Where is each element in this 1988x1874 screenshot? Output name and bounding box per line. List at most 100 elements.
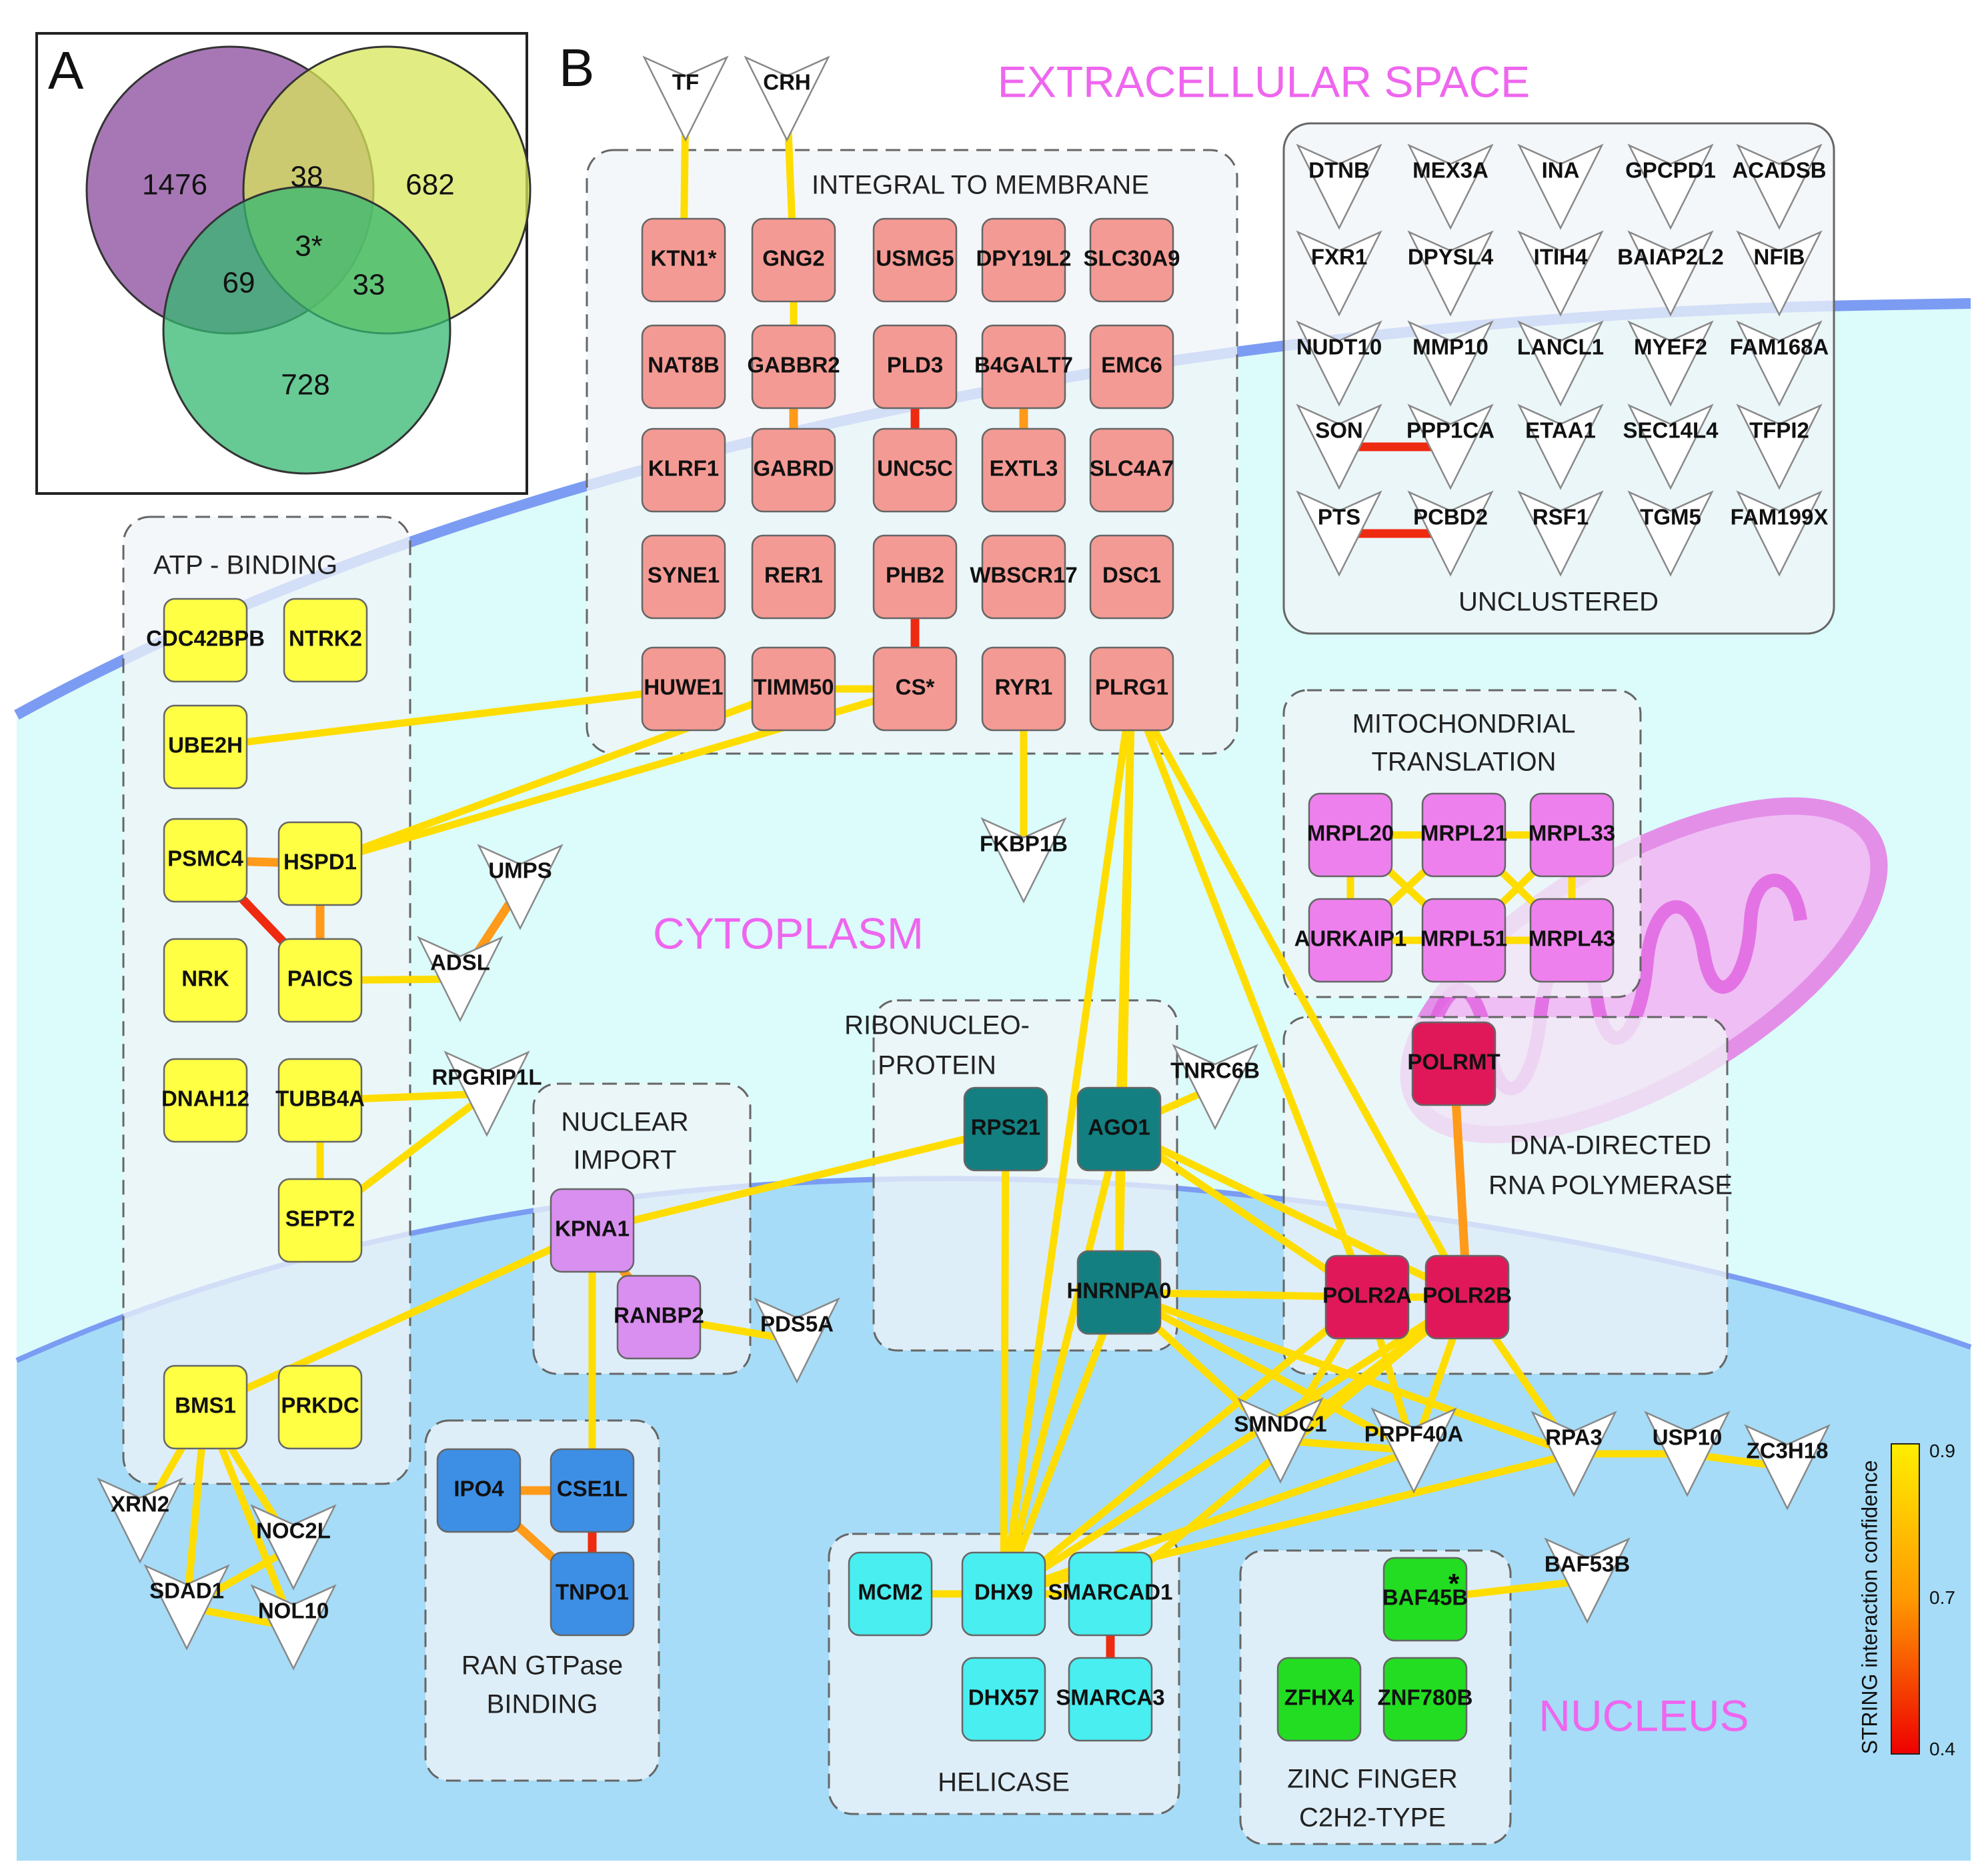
node-hnrnpa0[interactable]: HNRNPA0 bbox=[1066, 1250, 1172, 1335]
node-ppp1ca[interactable]: PPP1CA bbox=[1406, 403, 1495, 490]
node-mcm2[interactable]: MCM2 bbox=[848, 1551, 933, 1637]
node-sdad1[interactable]: SDAD1 bbox=[143, 1564, 230, 1651]
node-extl3[interactable]: EXTL3 bbox=[981, 427, 1066, 513]
node-fxr1[interactable]: FXR1 bbox=[1296, 230, 1382, 317]
node-pcbd2[interactable]: PCBD2 bbox=[1407, 490, 1494, 577]
node-pld3[interactable]: PLD3 bbox=[872, 324, 958, 409]
node-ago1[interactable]: AGO1 bbox=[1076, 1086, 1162, 1172]
node-gabrd[interactable]: GABRD bbox=[751, 427, 836, 513]
node-bms1[interactable]: BMS1 bbox=[163, 1364, 248, 1450]
node-nudt10[interactable]: NUDT10 bbox=[1296, 320, 1382, 407]
node-gng2[interactable]: GNG2 bbox=[751, 217, 836, 303]
node-tgm5[interactable]: TGM5 bbox=[1627, 490, 1714, 577]
node-rps21[interactable]: RPS21 bbox=[963, 1086, 1048, 1172]
node-usmg5[interactable]: USMG5 bbox=[872, 217, 958, 303]
node-rpa3[interactable]: RPA3 bbox=[1531, 1411, 1617, 1497]
node-mmp10[interactable]: MMP10 bbox=[1407, 320, 1494, 407]
node-mrpl20[interactable]: MRPL20 bbox=[1307, 792, 1394, 878]
node-mex3a[interactable]: MEX3A bbox=[1407, 143, 1494, 230]
node-pds5a[interactable]: PDS5A bbox=[754, 1297, 840, 1384]
node-tnrc6b[interactable]: TNRC6B bbox=[1170, 1044, 1260, 1130]
node-klrf1[interactable]: KLRF1 bbox=[641, 427, 726, 513]
node-dsc1[interactable]: DSC1 bbox=[1089, 534, 1174, 620]
node-adsl[interactable]: ADSL bbox=[417, 936, 504, 1022]
node-mrpl43[interactable]: MRPL43 bbox=[1529, 898, 1615, 983]
node-syne1[interactable]: SYNE1 bbox=[641, 534, 726, 620]
node-sept2[interactable]: SEPT2 bbox=[277, 1178, 363, 1263]
node-znf780b[interactable]: ZNF780B bbox=[1377, 1657, 1473, 1742]
node-unc5c[interactable]: UNC5C bbox=[872, 427, 958, 513]
node-timm50[interactable]: TIMM50 bbox=[751, 646, 836, 732]
node-polr2b[interactable]: POLR2B bbox=[1422, 1254, 1512, 1340]
node-smndc1[interactable]: SMNDC1 bbox=[1234, 1397, 1327, 1484]
node-prpf40a[interactable]: PRPF40A bbox=[1364, 1407, 1464, 1494]
node-ryr1[interactable]: RYR1 bbox=[981, 646, 1066, 732]
node-tfpi2[interactable]: TFPI2 bbox=[1736, 403, 1823, 490]
node-acadsb[interactable]: ACADSB bbox=[1732, 143, 1827, 230]
node-baf45b[interactable]: BAF45B bbox=[1382, 1557, 1468, 1642]
node-ipo4[interactable]: IPO4 bbox=[436, 1448, 522, 1533]
node-slc4a7[interactable]: SLC4A7 bbox=[1090, 427, 1174, 513]
node-ktn1[interactable]: KTN1* bbox=[641, 217, 726, 303]
node-tnpo1[interactable]: TNPO1 bbox=[550, 1551, 635, 1637]
node-nfib[interactable]: NFIB bbox=[1736, 230, 1823, 317]
node-baiap2l2[interactable]: BAIAP2L2 bbox=[1617, 230, 1724, 317]
node-myef2[interactable]: MYEF2 bbox=[1627, 320, 1714, 407]
node-tf[interactable]: TF bbox=[642, 55, 729, 142]
node-slc30a9[interactable]: SLC30A9 bbox=[1084, 217, 1180, 303]
node-smarcad1[interactable]: SMARCAD1 bbox=[1048, 1551, 1173, 1637]
node-phb2[interactable]: PHB2 bbox=[872, 534, 958, 620]
node-dhx9[interactable]: DHX9 bbox=[961, 1551, 1046, 1637]
node-huwe1[interactable]: HUWE1 bbox=[641, 646, 726, 732]
node-cs[interactable]: CS* bbox=[872, 646, 958, 732]
node-rpgrip1l[interactable]: RPGRIP1L bbox=[431, 1050, 542, 1137]
node-nat8b[interactable]: NAT8B bbox=[641, 324, 726, 409]
node-paics[interactable]: PAICS bbox=[277, 938, 363, 1023]
node-ina[interactable]: INA bbox=[1517, 143, 1604, 230]
node-dnah12[interactable]: DNAH12 bbox=[161, 1058, 249, 1143]
node-xrn2[interactable]: XRN2 bbox=[97, 1477, 183, 1564]
node-hspd1[interactable]: HSPD1 bbox=[277, 821, 363, 906]
node-fam168a[interactable]: FAM168A bbox=[1730, 320, 1829, 407]
node-smarca3[interactable]: SMARCA3 bbox=[1056, 1657, 1165, 1742]
node-dhx57[interactable]: DHX57 bbox=[961, 1657, 1046, 1742]
node-pts[interactable]: PTS bbox=[1296, 490, 1382, 577]
node-baf53b[interactable]: BAF53B bbox=[1544, 1537, 1631, 1624]
node-lancl1[interactable]: LANCL1 bbox=[1517, 320, 1604, 407]
node-ube2h[interactable]: UBE2H bbox=[163, 704, 248, 790]
node-polrmt[interactable]: POLRMT bbox=[1407, 1021, 1501, 1106]
node-cse1l[interactable]: CSE1L bbox=[550, 1448, 635, 1533]
node-son[interactable]: SON bbox=[1296, 403, 1382, 490]
node-nrk[interactable]: NRK bbox=[163, 938, 248, 1023]
node-ranbp2[interactable]: RANBP2 bbox=[614, 1274, 704, 1360]
node-zc3h18[interactable]: ZC3H18 bbox=[1744, 1424, 1831, 1511]
node-rer1[interactable]: RER1 bbox=[751, 534, 836, 620]
node-plrg1[interactable]: PLRG1 bbox=[1089, 646, 1174, 732]
node-b4galt7[interactable]: B4GALT7 bbox=[974, 324, 1073, 409]
node-crh[interactable]: CRH bbox=[744, 55, 830, 142]
node-mrpl33[interactable]: MRPL33 bbox=[1529, 792, 1615, 878]
node-psmc4[interactable]: PSMC4 bbox=[163, 818, 248, 903]
node-nol10[interactable]: NOL10 bbox=[250, 1584, 337, 1671]
node-cdc42bpb[interactable]: CDC42BPB bbox=[146, 598, 265, 683]
node-fkbp1b[interactable]: FKBP1B bbox=[980, 817, 1068, 904]
node-dpysl4[interactable]: DPYSL4 bbox=[1407, 230, 1494, 317]
node-emc6[interactable]: EMC6 bbox=[1089, 324, 1174, 409]
node-wbscr17[interactable]: WBSCR17 bbox=[970, 534, 1078, 620]
node-fam199x[interactable]: FAM199X bbox=[1731, 490, 1829, 577]
node-sec14l4[interactable]: SEC14L4 bbox=[1623, 403, 1719, 490]
node-umps[interactable]: UMPS bbox=[477, 844, 564, 930]
node-kpna1[interactable]: KPNA1 bbox=[550, 1188, 635, 1273]
node-usp10[interactable]: USP10 bbox=[1644, 1411, 1731, 1497]
node-gabbr2[interactable]: GABBR2 bbox=[747, 324, 840, 409]
node-mrpl51[interactable]: MRPL51 bbox=[1420, 898, 1507, 983]
node-polr2a[interactable]: POLR2A bbox=[1322, 1254, 1412, 1340]
node-itih4[interactable]: ITIH4 bbox=[1517, 230, 1604, 317]
node-mrpl21[interactable]: MRPL21 bbox=[1420, 792, 1507, 878]
node-etaa1[interactable]: ETAA1 bbox=[1517, 403, 1604, 490]
node-rsf1[interactable]: RSF1 bbox=[1517, 490, 1604, 577]
node-noc2l[interactable]: NOC2L bbox=[250, 1504, 337, 1591]
node-dtnb[interactable]: DTNB bbox=[1296, 143, 1382, 230]
node-zfhx4[interactable]: ZFHX4 bbox=[1276, 1657, 1362, 1742]
node-ntrk2[interactable]: NTRK2 bbox=[283, 598, 368, 683]
